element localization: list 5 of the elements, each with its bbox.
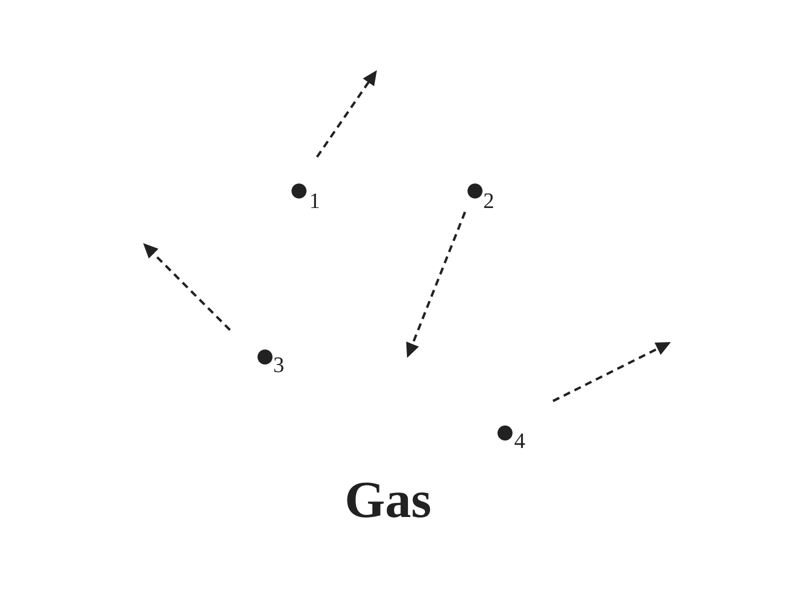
particle-number: 3 <box>274 357 284 372</box>
particle-number: 4 <box>514 434 525 448</box>
particle-number: 1 <box>311 193 319 208</box>
particle-number: 2 <box>484 193 493 208</box>
caption: Gas <box>347 482 430 518</box>
